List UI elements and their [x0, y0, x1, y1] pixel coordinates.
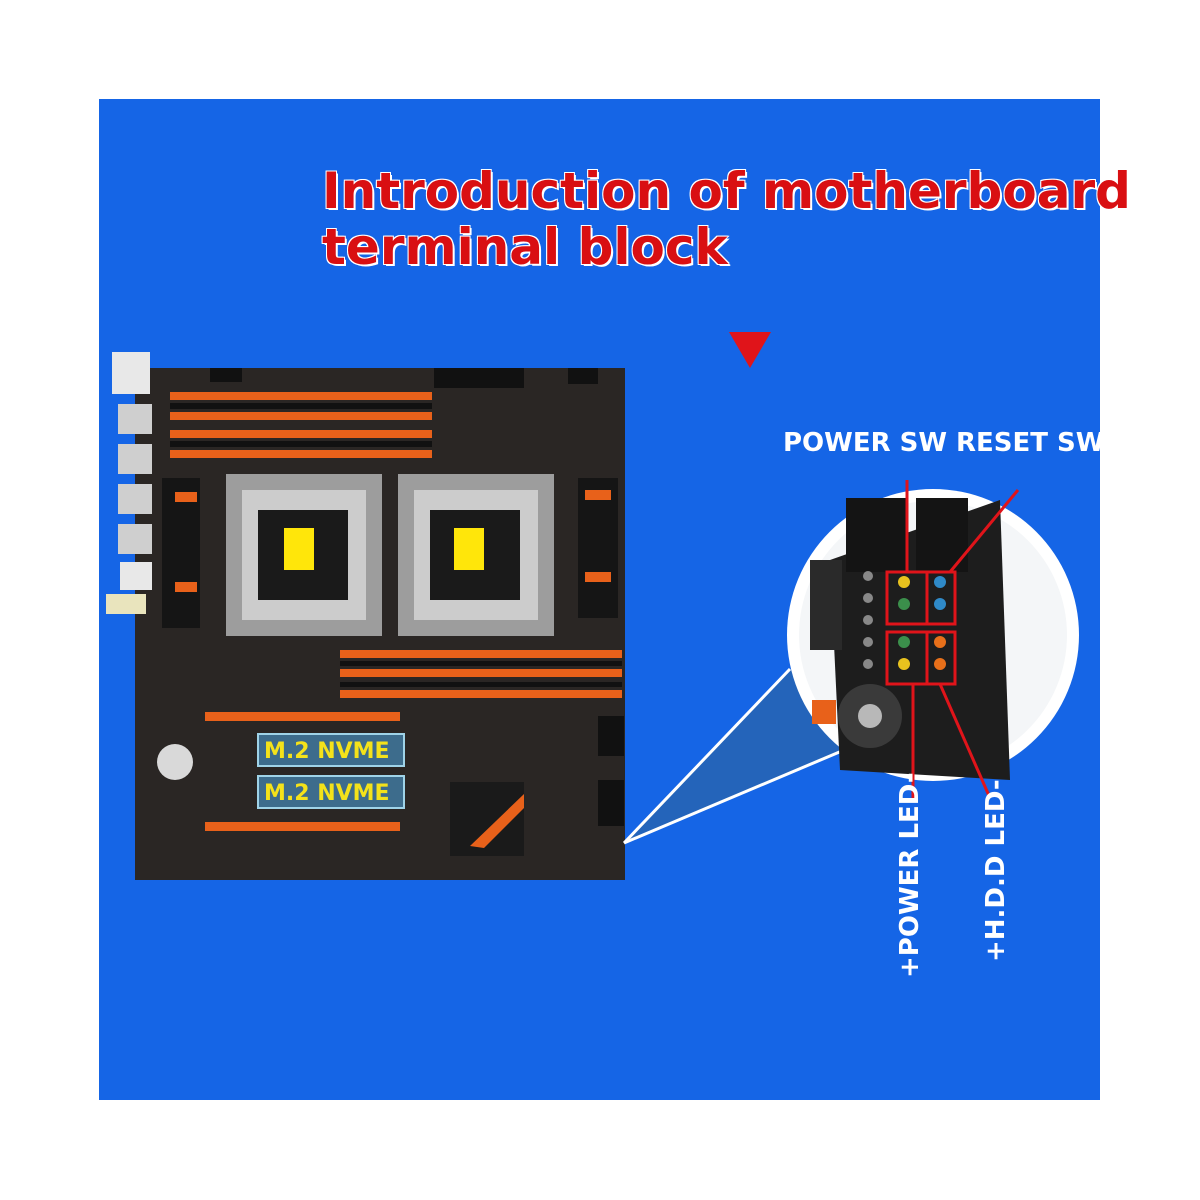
rear-io-ports — [106, 352, 152, 614]
sata-ports — [598, 716, 624, 826]
power-connector — [210, 368, 242, 382]
pcie-slot-1 — [205, 712, 400, 721]
callout-edge — [622, 667, 792, 845]
down-arrow-icon — [729, 332, 771, 368]
m2-slot-2: M.2 NVME — [257, 775, 405, 809]
power-connector — [568, 368, 598, 384]
callout-edge — [623, 743, 857, 845]
pointer-reset-sw — [948, 489, 1020, 573]
reset-sw-label: RESET SW — [956, 428, 1105, 458]
pcie-slot-2 — [205, 822, 400, 831]
title-line-2: terminal block — [321, 218, 728, 276]
magnified-header-view — [787, 489, 1079, 781]
dimm-slots-top — [170, 392, 432, 458]
motherboard: M.2 NVME M.2 NVME — [106, 352, 625, 880]
m2-slot-1: M.2 NVME — [257, 733, 405, 767]
power-sw-label: POWER SW — [783, 428, 948, 458]
chipset-heatsink — [450, 782, 524, 856]
cmos-battery — [157, 744, 193, 780]
power-connector — [434, 368, 524, 388]
cpu-socket-2 — [398, 474, 554, 636]
m2-slot-1-label: M.2 NVME — [264, 739, 390, 764]
power-led-label: +POWER LED- — [895, 772, 925, 978]
highlight-reset-sw — [925, 570, 957, 626]
cpu-socket-1 — [226, 474, 382, 636]
page-title: Introduction of motherboard terminal blo… — [321, 162, 1131, 276]
pointer-hdd-led — [938, 683, 992, 799]
hdd-led-label: +H.D.D LED- — [981, 779, 1011, 962]
title-line-1: Introduction of motherboard — [321, 162, 1131, 220]
m2-slot-2-label: M.2 NVME — [264, 781, 390, 806]
front-panel-header — [863, 571, 946, 670]
callout-wedge — [624, 669, 856, 843]
dimm-slots-bottom — [340, 650, 622, 698]
vrm-heatsinks — [162, 478, 618, 628]
